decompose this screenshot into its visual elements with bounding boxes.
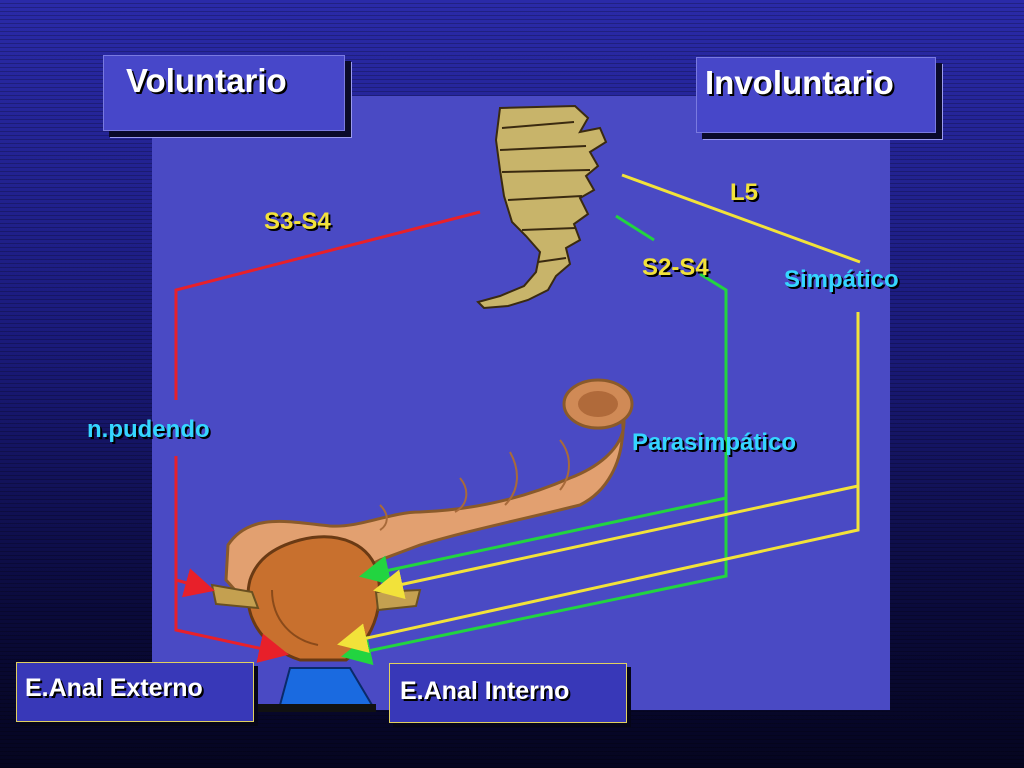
sympathetic-nerve-path (337, 173, 861, 653)
internal-anal-sphincter-text: E.Anal Interno (400, 677, 570, 705)
label-pudendal-nerve: n.pudendo (87, 416, 210, 443)
external-anal-sphincter-box: E.Anal Externo (16, 662, 254, 722)
label-l5: L5 (730, 179, 759, 206)
sacrum-illustration (476, 104, 608, 310)
label-s3-s4: S3-S4 (264, 208, 331, 235)
label-s2-s4: S2-S4 (642, 254, 709, 281)
voluntary-title-text: Voluntario (126, 62, 287, 99)
involuntary-title: Involuntario (696, 57, 936, 133)
parasympathetic-nerve-path (341, 214, 728, 666)
label-parasympathetic: Parasimpático (632, 429, 797, 456)
label-sympathetic: Simpático (784, 266, 899, 293)
involuntary-title-text: Involuntario (705, 64, 894, 101)
external-anal-sphincter-text: E.Anal Externo (25, 674, 203, 702)
voluntary-nerve-path (174, 210, 481, 663)
voluntary-title: Voluntario (103, 55, 345, 131)
internal-anal-sphincter-box: E.Anal Interno (389, 663, 627, 723)
